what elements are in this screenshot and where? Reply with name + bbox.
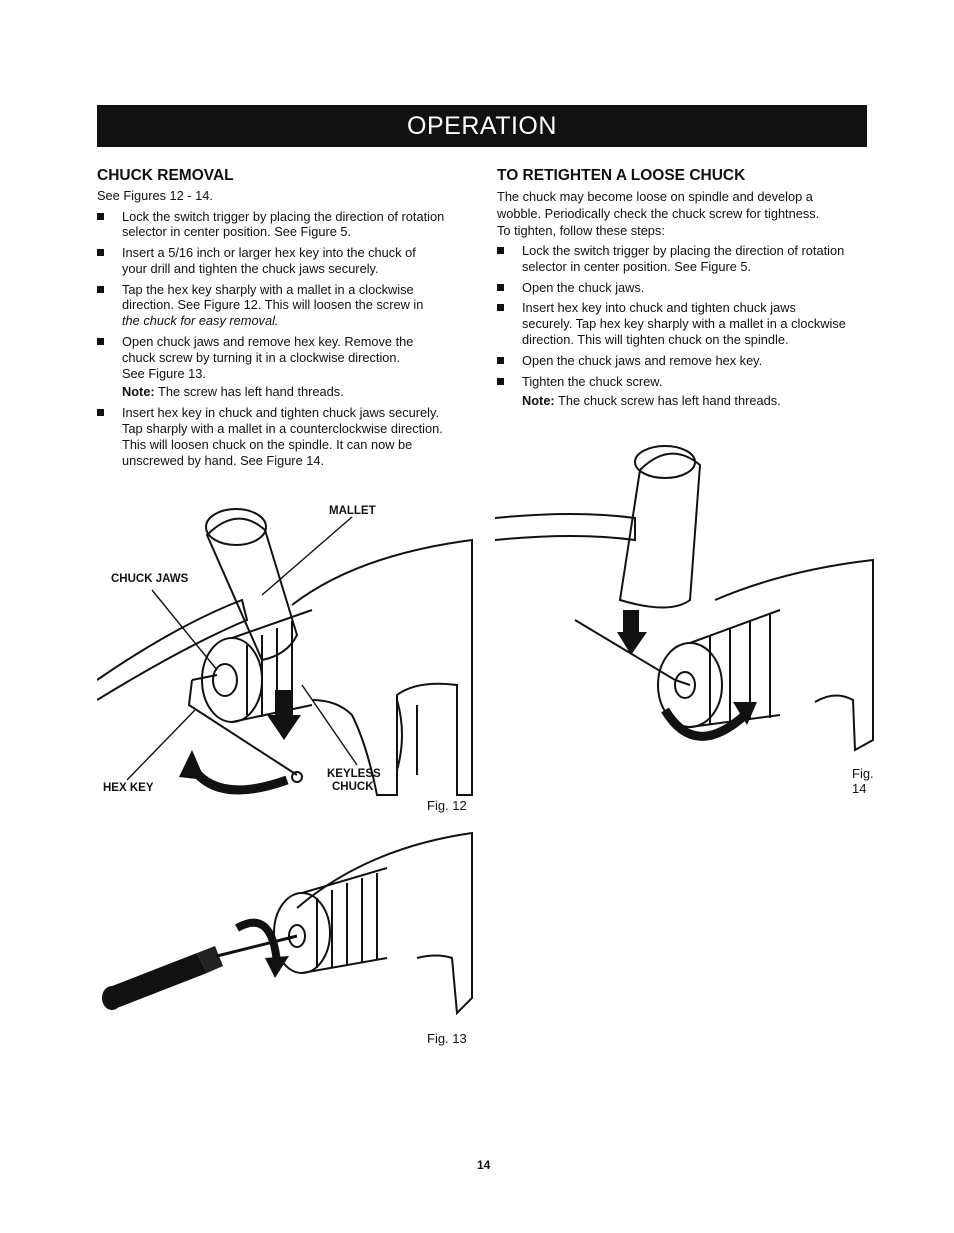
- note: Note: The screw has left hand threads.: [122, 384, 473, 400]
- step-line: the chuck for easy removal.: [122, 313, 279, 329]
- step-line: Insert hex key into chuck and tighten ch…: [522, 300, 796, 316]
- drill-mallet-illustration: [97, 508, 473, 796]
- bullet-square-icon: [497, 377, 504, 385]
- page-number: 14: [477, 1158, 491, 1172]
- list-item: Lock the switch trigger by placing the d…: [97, 209, 473, 241]
- chuck-removal-section: CHUCK REMOVAL See Figures 12 - 14. Lock …: [97, 167, 473, 473]
- retighten-chuck-section: TO RETIGHTEN A LOOSE CHUCK The chuck may…: [497, 167, 870, 409]
- keyless-label-line: KEYLESS: [327, 768, 381, 780]
- drill-screwdriver-illustration: [102, 831, 473, 1016]
- note-label: Note:: [122, 384, 155, 400]
- list-item: Open chuck jaws and remove hex key. Remo…: [97, 334, 473, 400]
- mallet-label: MALLET: [329, 505, 376, 517]
- step-line: Tap the hex key sharply with a mallet in…: [122, 281, 414, 297]
- retighten-intro: The chuck may become loose on spindle an…: [497, 188, 870, 239]
- note-text: The screw has left hand threads.: [154, 384, 344, 400]
- step-line: unscrewed by hand. See Figure 14.: [122, 452, 325, 468]
- intro-line: To tighten, follow these steps:: [497, 223, 665, 238]
- retighten-steps: Lock the switch trigger by placing the d…: [497, 243, 870, 389]
- drill-mallet-counterclockwise-illustration: [495, 445, 874, 752]
- keyless-label: KEYLESS CHUCK: [327, 768, 381, 794]
- step-line: Open the chuck jaws.: [522, 279, 645, 295]
- figure-14-caption: Fig. 14: [852, 766, 874, 796]
- bullet-square-icon: [97, 285, 104, 293]
- step-line: securely. Tap hex key sharply with a mal…: [522, 316, 846, 332]
- step-line: direction. This will tighten chuck on th…: [522, 331, 789, 347]
- figures-reference: See Figures 12 - 14.: [97, 188, 213, 203]
- list-item: Lock the switch trigger by placing the d…: [497, 243, 870, 275]
- keyless-label-line: CHUCK: [332, 781, 374, 793]
- step-line: selector in center position. See Figure …: [522, 258, 752, 274]
- list-item: Insert a 5/16 inch or larger hex key int…: [97, 245, 473, 277]
- figure-12: MALLET CHUCK JAWS HEX KEY KEYLESS CHUCK …: [97, 495, 477, 825]
- bullet-square-icon: [497, 247, 504, 254]
- list-item: Open the chuck jaws and remove hex key.: [497, 353, 870, 369]
- bullet-square-icon: [97, 212, 104, 220]
- hex-key-label: HEX KEY: [103, 782, 154, 794]
- note: Note: The chuck screw has left hand thre…: [497, 393, 870, 409]
- list-item: Tighten the chuck screw.: [497, 374, 870, 390]
- bullet-square-icon: [497, 304, 504, 312]
- bullet-square-icon: [97, 338, 104, 346]
- step-line: Lock the switch trigger by placing the d…: [522, 243, 845, 258]
- bullet-square-icon: [97, 409, 104, 417]
- step-line: Tap sharply with a mallet in a countercl…: [122, 421, 443, 437]
- intro-line: wobble. Periodically check the chuck scr…: [497, 206, 820, 221]
- list-item: Insert hex key in chuck and tighten chuc…: [97, 405, 473, 468]
- list-item: Insert hex key into chuck and tighten ch…: [497, 300, 870, 347]
- bullet-square-icon: [497, 283, 504, 291]
- note-label: Note:: [522, 393, 555, 409]
- figure-14: Fig. 14: [495, 440, 875, 796]
- retighten-heading: TO RETIGHTEN A LOOSE CHUCK: [497, 167, 746, 184]
- list-item: Tap the hex key sharply with a mallet in…: [97, 282, 473, 329]
- note-text: The chuck screw has left hand threads.: [554, 393, 781, 409]
- step-line: Open chuck jaws and remove hex key. Remo…: [122, 334, 414, 350]
- figure-13-caption: Fig. 13: [427, 1031, 467, 1046]
- bullet-square-icon: [97, 249, 104, 257]
- chuck-removal-steps: Lock the switch trigger by placing the d…: [97, 209, 473, 469]
- figure-13: Fig. 13: [97, 828, 477, 1050]
- chuck-jaws-label: CHUCK JAWS: [111, 573, 189, 585]
- step-line: See Figure 13.: [122, 365, 206, 381]
- step-line: selector in center position. See Figure …: [122, 224, 352, 240]
- bullet-square-icon: [497, 356, 504, 364]
- step-line: Tighten the chuck screw.: [522, 373, 663, 389]
- intro-line: The chuck may become loose on spindle an…: [497, 189, 813, 204]
- section-banner: OPERATION: [97, 105, 867, 147]
- list-item: Open the chuck jaws.: [497, 280, 870, 296]
- step-line: Lock the switch trigger by placing the d…: [122, 208, 445, 224]
- step-line: your drill and tighten the chuck jaws se…: [122, 260, 379, 276]
- step-line: direction. See Figure 12. This will loos…: [122, 297, 424, 313]
- banner-title: OPERATION: [407, 111, 557, 140]
- figure-12-caption: Fig. 12: [427, 798, 467, 813]
- step-line: chuck screw by turning it in a clockwise…: [122, 349, 401, 365]
- step-line: This will loosen chuck on the spindle. I…: [122, 436, 413, 452]
- step-line: Insert hex key in chuck and tighten chuc…: [122, 405, 439, 421]
- chuck-removal-heading: CHUCK REMOVAL: [97, 167, 234, 184]
- step-line: Open the chuck jaws and remove hex key.: [522, 352, 763, 368]
- step-line: Insert a 5/16 inch or larger hex key int…: [122, 245, 416, 261]
